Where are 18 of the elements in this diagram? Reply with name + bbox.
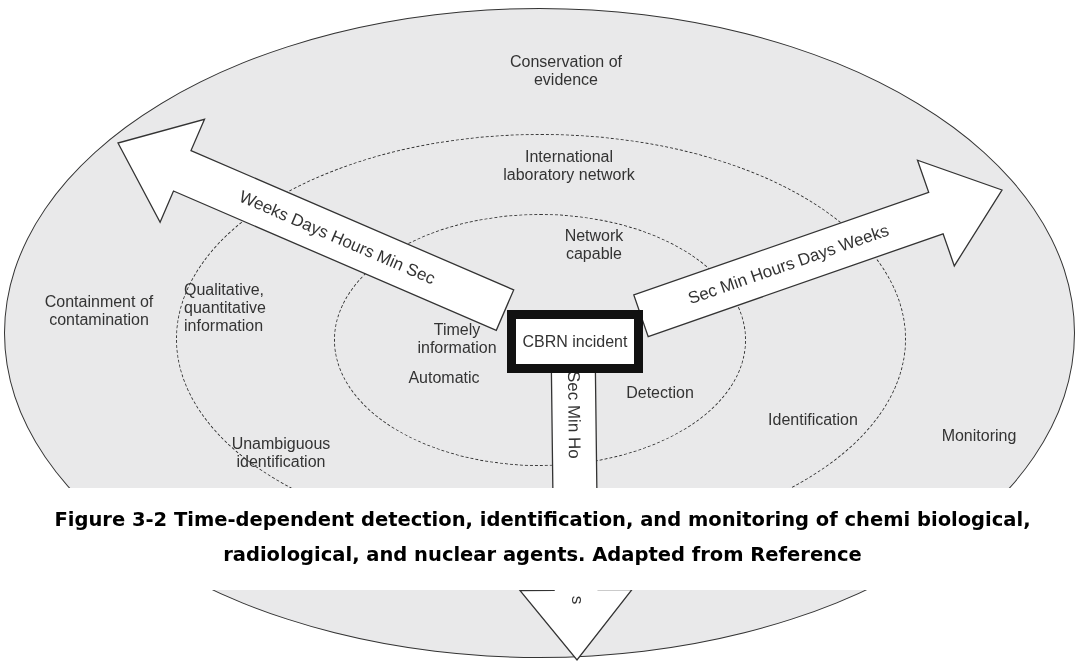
edge-label: Sec Min Hours Days Weeks	[685, 220, 892, 309]
zone-label: Conservation of evidence	[508, 53, 624, 89]
zone-label: Detection	[625, 384, 695, 402]
zone-label: Unambiguous identification	[231, 435, 331, 471]
zone-label: Timely information	[416, 321, 498, 357]
zone-label: Automatic	[407, 369, 481, 387]
zone-label: International laboratory network	[502, 148, 636, 184]
edge-label: Sec Min Ho	[563, 370, 584, 459]
block-arrow	[117, 118, 515, 332]
zone-label: Network capable	[563, 227, 625, 263]
arrow-text-fragment: s	[567, 595, 587, 605]
zone-label: Identification	[767, 411, 859, 429]
block-arrow	[632, 159, 1003, 338]
node-label: CBRN incident	[522, 332, 628, 351]
incident-box	[507, 310, 643, 373]
zone-label: Monitoring	[940, 427, 1018, 445]
zone-label: Containment of contamination	[43, 293, 155, 329]
zone-label: Qualitative, quantitative information	[184, 281, 267, 335]
